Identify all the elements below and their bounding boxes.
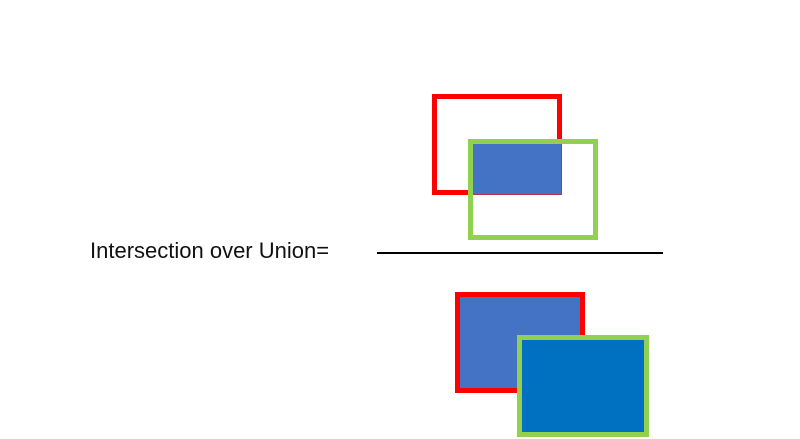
fraction-line [377,252,663,254]
iou-label: Intersection over Union= [90,238,330,263]
denominator-green-box [517,335,649,437]
numerator-green-box [468,139,598,240]
numerator-intersection-overlay [473,144,561,194]
